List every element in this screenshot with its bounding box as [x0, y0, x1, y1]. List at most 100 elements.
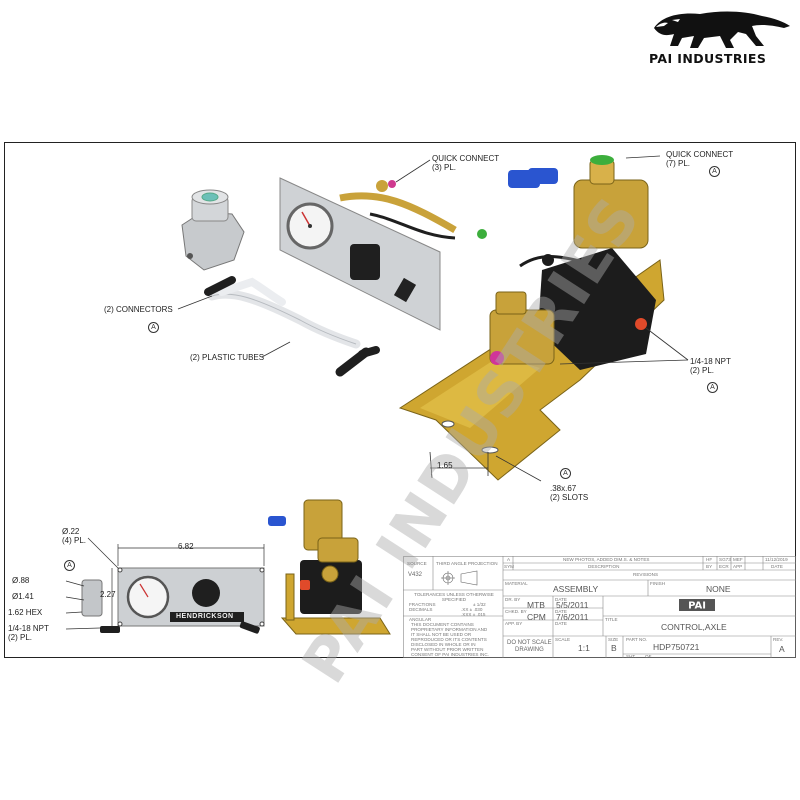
brand-name: PAI INDUSTRIES	[649, 51, 767, 66]
chkd-date-label: DATE	[555, 609, 567, 614]
callout-line-1: 1/4-18 NPT	[690, 357, 731, 366]
chkd-by-value: CPM	[527, 612, 546, 622]
tol-angular: ANGULAR	[409, 617, 432, 622]
tolerances-text: TOLERANCES UNLESS OTHERWISE SPECIFIED	[414, 592, 494, 602]
title-block-grid	[403, 556, 796, 658]
revision-description: NEW PHOTOS, ADDED DIM.S. & NOTES	[563, 557, 650, 562]
source-label: SOURCE	[407, 561, 427, 566]
size-label: SIZE	[608, 637, 619, 642]
of-label: OF	[645, 654, 652, 659]
revisions-label: REVISIONS	[633, 572, 659, 577]
dim-line-2: (2) PL.	[8, 633, 33, 643]
tol-fractions-label: FRACTIONS	[409, 602, 436, 607]
rev-value: A	[779, 644, 785, 654]
callout-line-2: (7) PL.	[666, 159, 691, 169]
slot-distance-dim: 1.65	[437, 461, 453, 470]
sht-label: SHT.	[626, 654, 636, 659]
projection-label: THIRD ANGLE PROJECTION	[436, 561, 498, 566]
plate-brand-text: HENDRICKSON	[176, 613, 234, 620]
tol-xxx: .XXX ± .015	[461, 612, 486, 617]
callout-plastic-tubes: (2) PLASTIC TUBES	[190, 353, 265, 362]
revision-letter: A	[507, 557, 511, 562]
revision-by: HF	[706, 557, 713, 562]
ref-circle: A	[148, 322, 159, 333]
height-dim: 2.27	[100, 590, 116, 599]
callout-line-2: (3) PL.	[432, 163, 457, 173]
appd-by-label: APP. BY	[505, 621, 523, 626]
revision-ecr: SG73	[719, 557, 731, 562]
dr-date-label: DATE	[555, 597, 567, 602]
revision-date: 11/12/2019	[765, 557, 788, 562]
tol-fractions-value: ± 1/32	[473, 602, 486, 607]
npt-lower-dim: 1/4-18 NPT (2) PL.	[8, 624, 49, 642]
callout-npt-right: 1/4-18 NPT (2) PL.	[690, 357, 731, 375]
hex-dim: 1.62 HEX	[8, 608, 43, 617]
panther-logo-icon	[654, 11, 790, 48]
title-label: TITLE	[605, 617, 618, 622]
material-label: MATERIAL	[505, 581, 528, 586]
ref-circle: A	[64, 560, 75, 571]
dr-date-value: 5/5/2011	[556, 600, 589, 610]
part-no-label: PART NO.	[626, 637, 648, 642]
drawing-frame	[4, 142, 796, 658]
projection-symbol-icon	[441, 570, 478, 586]
chkd-date-value: 7/6/2011	[556, 612, 589, 622]
revision-header-date: DATE	[771, 564, 783, 569]
callout-quick-connect-3: QUICK CONNECT (3) PL.	[432, 154, 499, 172]
leader-lines	[177, 155, 689, 482]
size-value: B	[611, 643, 617, 653]
tol-xx: .XX ± .030	[461, 607, 483, 612]
diameter-88-dim: Ø.88	[12, 576, 30, 585]
hole-dim: Ø.22 (4) PL.	[62, 527, 86, 545]
diameter-141-dim: Ø1.41	[12, 592, 34, 601]
proprietary-line: PROPRIETARY INFORMATION AND	[411, 627, 488, 632]
revision-header-app: APP	[733, 564, 743, 569]
revision-app: MEF	[733, 557, 743, 562]
title-value: CONTROL,AXLE	[661, 622, 727, 632]
callout-line-1: QUICK CONNECT	[666, 150, 734, 159]
finish-label: FINISH	[650, 581, 666, 586]
svg-text:PAI: PAI	[688, 601, 706, 612]
gauge-panel	[279, 177, 487, 331]
callout-line-2: (2) PL.	[690, 366, 715, 376]
dim-line-2: (4) PL.	[62, 536, 87, 546]
ref-circle: A	[707, 382, 718, 393]
rev-label: REV.	[773, 637, 784, 642]
proprietary-line: IT SHALL NOT BE USED OR	[411, 632, 472, 637]
scale-label: SCALE	[555, 637, 571, 642]
ref-circle: A	[709, 166, 720, 177]
callout-connectors: (2) CONNECTORS	[104, 305, 173, 314]
revision-header-description: DESCRIPTION	[588, 564, 620, 569]
callout-line-1: .38x.67	[550, 484, 577, 493]
proprietary-line: THIS DOCUMENT CONTAINS	[411, 622, 474, 627]
part-no-value: HDP750721	[653, 642, 700, 652]
revision-header-sym: SYM	[504, 564, 514, 569]
callout-line-1: QUICK CONNECT	[432, 154, 500, 163]
side-view-assembly	[268, 499, 391, 635]
dont-scale-line: DRAWING	[515, 647, 544, 653]
lower-dimension-lines	[65, 537, 265, 630]
dr-by-value: MTB	[527, 600, 545, 610]
material-value: ASSEMBLY	[553, 584, 599, 594]
callout-slots: .38x.67 (2) SLOTS	[550, 484, 588, 502]
proprietary-line: CONSENT OF PAI INDUSTRIES INC.	[411, 652, 489, 657]
valve-bracket-assembly	[398, 155, 665, 481]
appd-date-label: DATE	[555, 621, 567, 626]
finish-value: NONE	[706, 584, 731, 594]
proprietary-line: PART WITHOUT PRIOR WRITTEN	[411, 647, 484, 652]
revision-header-ecr: ECR	[719, 564, 729, 569]
chkd-by-label: CHKD. BY	[505, 609, 527, 614]
dr-by-label: DR. BY	[505, 597, 521, 602]
proprietary-line: DISCLOSED IN WHOLE OR IN	[411, 642, 476, 647]
scale-value: 1:1	[578, 643, 590, 653]
tol-decimals-label: DECIMALS	[409, 607, 433, 612]
front-view-drawing	[81, 567, 265, 634]
dim-line-1: Ø.22	[62, 527, 80, 536]
source-value: V432	[408, 572, 423, 578]
ref-circle: A	[560, 468, 571, 479]
title-block: A NEW PHOTOS, ADDED DIM.S. & NOTES HF SG…	[403, 556, 796, 659]
connector-fitting	[181, 189, 245, 271]
width-dim: 6.82	[178, 542, 194, 551]
dim-line-1: 1/4-18 NPT	[8, 624, 49, 633]
